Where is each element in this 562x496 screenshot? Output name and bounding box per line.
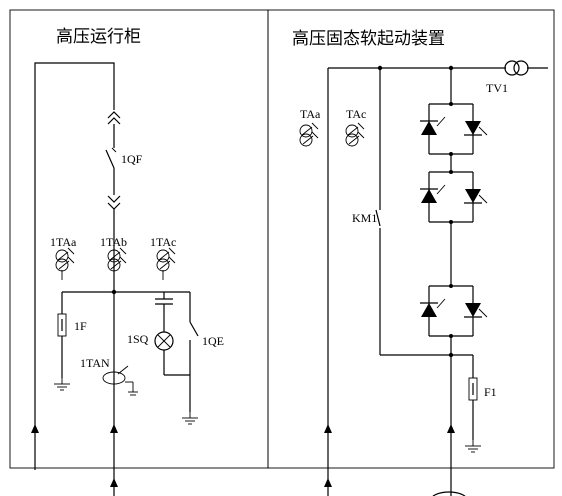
left-panel-border: [9, 9, 269, 469]
label-tv1: TV1: [486, 81, 508, 95]
right-panel-border: [267, 9, 555, 469]
right-circuit: [299, 60, 548, 496]
ground-icon: [464, 439, 482, 453]
label-taa: TAa: [300, 107, 321, 121]
label-1tab: 1TAb: [100, 235, 127, 249]
thyristor-icon: [419, 294, 488, 328]
current-transformer-icon: [107, 247, 127, 272]
label-1f: 1F: [74, 319, 87, 333]
current-transformer-icon: [156, 247, 176, 272]
label-tac: TAc: [346, 107, 366, 121]
arrow-up-icon: [110, 424, 118, 433]
label-1taa: 1TAa: [50, 235, 77, 249]
ground-icon: [181, 411, 199, 425]
right-panel-title: 高压固态软起动装置: [292, 29, 445, 49]
left-circuit: [31, 62, 199, 496]
label-f1: F1: [484, 385, 497, 399]
arrow-up-icon: [31, 424, 39, 433]
label-km1: KM1: [352, 211, 377, 225]
arrow-up-icon: [110, 478, 118, 487]
label-1qf: 1QF: [121, 152, 143, 166]
arrow-up-icon: [324, 424, 332, 433]
ground-icon: [53, 377, 71, 391]
thyristor-icon: [419, 112, 488, 146]
label-1sq: 1SQ: [127, 332, 149, 346]
current-transformer-icon: [299, 122, 319, 147]
label-1tac: 1TAc: [150, 235, 176, 249]
arrow-up-icon: [324, 478, 332, 487]
thyristor-icon: [419, 180, 488, 214]
voltage-transformer-icon: [504, 60, 520, 76]
current-transformer-icon: [345, 122, 365, 147]
label-1tan: 1TAN: [80, 356, 110, 370]
left-panel-title: 高压运行柜: [56, 27, 141, 47]
arrow-up-icon: [447, 424, 455, 433]
motor-icon: [432, 491, 466, 496]
label-1qe: 1QE: [202, 334, 224, 348]
current-transformer-icon: [55, 247, 75, 272]
zero-sequence-ct-icon: [102, 371, 126, 385]
